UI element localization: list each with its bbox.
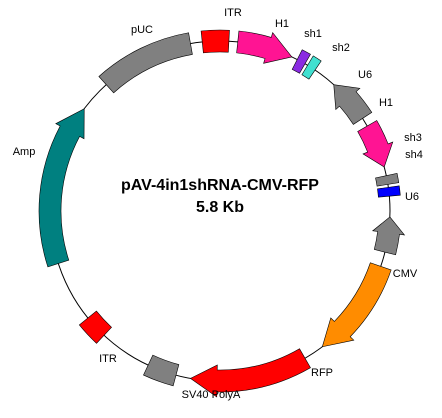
feature-h1a <box>236 30 293 64</box>
feature-label-u6b: U6 <box>405 191 419 203</box>
feature-u6a <box>333 84 373 125</box>
plasmid-name: pAV-4in1shRNA-CMV-RFP <box>121 177 319 194</box>
feature-label-itr2: ITR <box>99 353 117 365</box>
feature-label-sh2: sh2 <box>332 42 350 54</box>
feature-label-sv40: SV40 PolyA <box>182 389 241 401</box>
feature-label-h1a: H1 <box>275 18 289 30</box>
feature-label-sh1: sh1 <box>304 28 322 40</box>
feature-sh2 <box>301 55 322 80</box>
feature-u6b <box>371 216 406 256</box>
feature-label-u6a: U6 <box>358 69 372 81</box>
feature-label-amp: Amp <box>13 146 36 158</box>
feature-itr1 <box>200 29 230 54</box>
plasmid-size: 5.8 Kb <box>196 199 244 216</box>
feature-label-sh3: sh3 <box>404 132 422 144</box>
feature-label-puc: pUC <box>131 24 153 36</box>
feature-sh4 <box>377 185 401 198</box>
feature-sv40 <box>143 354 180 387</box>
feature-label-itr1: ITR <box>224 7 242 19</box>
feature-cmv <box>321 262 392 348</box>
feature-layer <box>38 29 406 398</box>
feature-puc <box>98 32 193 94</box>
feature-label-h1b: H1 <box>379 97 393 109</box>
feature-itr2 <box>78 310 112 344</box>
feature-label-rfp: RFP <box>311 367 333 379</box>
feature-label-cmv: CMV <box>393 268 418 280</box>
feature-amp <box>38 108 85 268</box>
feature-h1b <box>357 120 394 168</box>
feature-label-sh4: sh4 <box>405 149 423 161</box>
feature-rfp <box>189 348 311 398</box>
feature-sh1 <box>291 49 311 74</box>
feature-sh3 <box>375 173 400 187</box>
